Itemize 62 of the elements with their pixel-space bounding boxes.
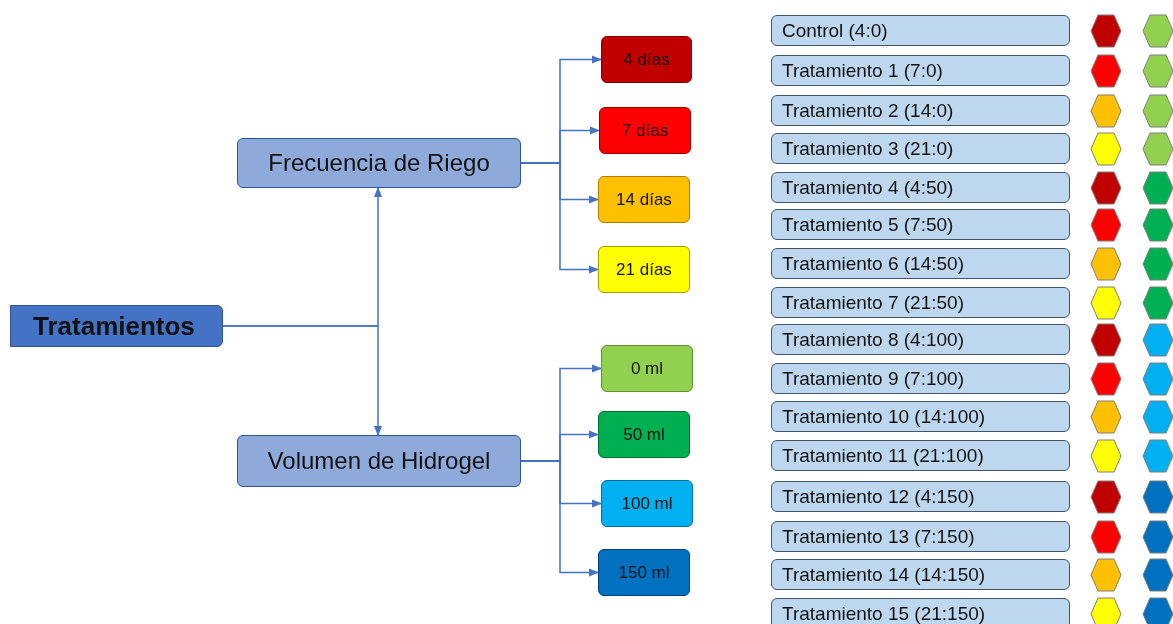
option-box: 14 días: [598, 176, 690, 223]
option-box: 150 ml: [598, 549, 690, 596]
hexagon-marker: [1142, 520, 1173, 554]
treatment-box: Tratamiento 3 (21:0): [771, 133, 1070, 164]
hexagon-marker: [1090, 171, 1122, 205]
treatment-box: Tratamiento 8 (4:100): [771, 324, 1070, 355]
hexagon-marker: [1142, 480, 1173, 514]
hexagon-marker: [1142, 597, 1173, 624]
treatment-box: Tratamiento 6 (14:50): [771, 248, 1070, 279]
hexagon-marker: [1090, 94, 1122, 128]
arrow: [520, 162, 600, 274]
option-box: 4 días: [601, 36, 692, 83]
main-box: Tratamientos: [10, 305, 223, 347]
hexagon-marker: [1090, 439, 1122, 473]
hexagon-marker: [1142, 54, 1173, 88]
hexagon-marker: [1142, 286, 1173, 320]
hexagon-marker: [1142, 400, 1173, 434]
hexagon-marker: [1142, 323, 1173, 357]
hexagon-marker: [1090, 247, 1122, 281]
hexagon-marker: [1142, 94, 1173, 128]
treatment-box: Tratamiento 9 (7:100): [771, 363, 1070, 394]
hexagon-marker: [1142, 362, 1173, 396]
hexagon-marker: [1090, 132, 1122, 166]
hexagon-marker: [1142, 132, 1173, 166]
option-box: 7 días: [599, 107, 691, 154]
treatment-box: Tratamiento 12 (4:150): [771, 481, 1070, 512]
hexagon-marker: [1142, 208, 1173, 242]
treatment-box: Tratamiento 7 (21:50): [771, 287, 1070, 318]
hexagon-marker: [1142, 171, 1173, 205]
option-box: 100 ml: [601, 480, 693, 527]
treatment-box: Tratamiento 15 (21:150): [771, 598, 1070, 624]
hexagon-marker: [1142, 558, 1173, 592]
hexagon-marker: [1142, 247, 1173, 281]
hexagon-marker: [1090, 400, 1122, 434]
treatment-box: Tratamiento 10 (14:100): [771, 401, 1070, 432]
hexagon-marker: [1090, 323, 1122, 357]
hexagon-marker: [1090, 54, 1122, 88]
arrow: [520, 460, 600, 577]
hexagon-marker: [1090, 286, 1122, 320]
treatment-box: Tratamiento 11 (21:100): [771, 440, 1070, 471]
category-box: Volumen de Hidrogel: [237, 435, 521, 487]
hexagon-marker: [1090, 14, 1122, 48]
option-box: 0 ml: [601, 345, 693, 392]
hexagon-marker: [1090, 558, 1122, 592]
treatment-box: Tratamiento 14 (14:150): [771, 559, 1070, 590]
hexagon-marker: [1142, 14, 1173, 48]
hexagon-marker: [1090, 480, 1122, 514]
category-box: Frecuencia de Riego: [237, 138, 521, 188]
option-box: 21 días: [598, 246, 690, 293]
treatment-box: Tratamiento 4 (4:50): [771, 172, 1070, 203]
treatment-box: Tratamiento 13 (7:150): [771, 521, 1070, 552]
hexagon-marker: [1090, 208, 1122, 242]
hexagon-marker: [1142, 439, 1173, 473]
hexagon-marker: [1090, 362, 1122, 396]
hexagon-marker: [1090, 520, 1122, 554]
treatment-box: Tratamiento 5 (7:50): [771, 209, 1070, 240]
arrow: [222, 325, 383, 437]
hexagon-marker: [1090, 597, 1122, 624]
treatment-box: Tratamiento 1 (7:0): [771, 55, 1070, 86]
treatment-box: Tratamiento 2 (14:0): [771, 95, 1070, 126]
option-box: 50 ml: [598, 411, 690, 458]
treatment-box: Control (4:0): [771, 15, 1070, 46]
